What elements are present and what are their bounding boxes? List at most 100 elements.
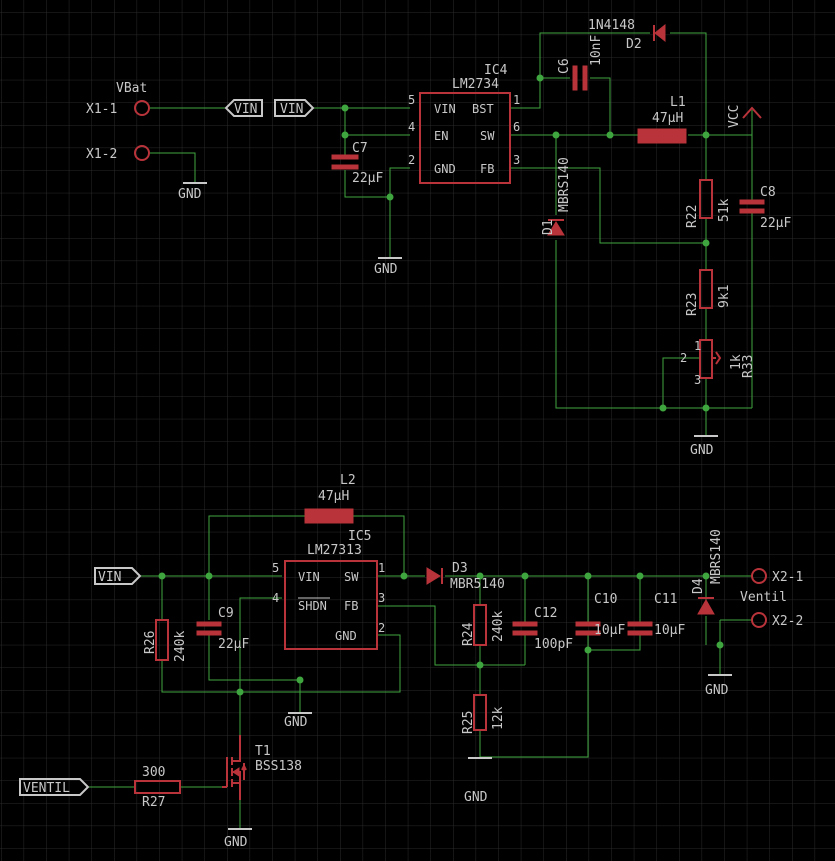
potentiometer-r33: 1 2 3 1k R33 (680, 339, 756, 387)
svg-text:VENTIL: VENTIL (23, 781, 70, 796)
diode-d1: D1 MBRS140 (541, 157, 572, 236)
svg-text:22µF: 22µF (352, 171, 383, 186)
svg-text:1k: 1k (729, 354, 744, 370)
svg-text:EN: EN (434, 129, 448, 143)
svg-text:D4: D4 (691, 578, 706, 594)
junctions-bottom (158, 572, 724, 696)
resistor-r22: R22 51k (685, 179, 732, 228)
diode-d4: D4 MBRS140 (691, 529, 724, 615)
capacitor-c7: C7 22µF (331, 141, 383, 186)
capacitor-c6: C6 10nF (557, 35, 604, 91)
svg-text:LM27313: LM27313 (307, 543, 362, 558)
ventil-port: VENTIL (19, 778, 90, 796)
svg-text:1: 1 (694, 339, 701, 353)
svg-text:2: 2 (378, 621, 385, 635)
svg-text:L1: L1 (670, 95, 686, 110)
svg-text:X1-1: X1-1 (86, 102, 117, 117)
svg-text:R26: R26 (143, 631, 158, 654)
svg-text:GND: GND (464, 790, 488, 805)
capacitor-c12: C12 100pF (512, 606, 573, 652)
svg-text:IC4: IC4 (484, 63, 508, 78)
svg-text:1N4148: 1N4148 (588, 18, 635, 33)
svg-text:10µF: 10µF (654, 623, 685, 638)
svg-text:C6: C6 (557, 58, 572, 74)
svg-text:MBRS140: MBRS140 (709, 529, 724, 584)
gnd-symbol-r33: GND (690, 435, 718, 458)
svg-text:SW: SW (480, 129, 495, 143)
diode-d2: 1N4148 D2 (588, 18, 666, 52)
svg-text:BST: BST (472, 102, 494, 116)
svg-text:10µF: 10µF (594, 623, 625, 638)
resistor-r25: R25 12k (461, 694, 506, 734)
svg-text:4: 4 (408, 120, 415, 134)
gnd-symbol-t1: GND (224, 828, 252, 850)
vin-port-3: VIN (94, 567, 142, 585)
gnd-symbol-ic5: GND (284, 712, 312, 730)
gnd-symbol-r25: GND (464, 757, 492, 805)
svg-text:C10: C10 (594, 592, 617, 607)
svg-text:47µH: 47µH (652, 111, 683, 126)
svg-text:SHDN: SHDN (298, 599, 327, 613)
svg-text:X2-2: X2-2 (772, 614, 803, 629)
inductor-l2: L2 47µH (304, 473, 356, 524)
gnd-symbol-x1: GND (178, 182, 207, 202)
svg-text:VCC: VCC (727, 105, 742, 128)
svg-text:10nF: 10nF (589, 35, 604, 66)
vin-port-1: VIN (224, 99, 263, 117)
svg-text:GND: GND (178, 187, 202, 202)
svg-text:VIN: VIN (234, 102, 257, 117)
svg-text:12k: 12k (491, 706, 506, 730)
svg-text:Ventil: Ventil (740, 590, 787, 605)
svg-text:47µH: 47µH (318, 489, 349, 504)
svg-text:FB: FB (344, 599, 358, 613)
svg-text:R24: R24 (461, 622, 476, 646)
svg-text:C7: C7 (352, 141, 368, 156)
vcc-symbol: VCC (727, 105, 762, 128)
svg-text:SW: SW (344, 570, 359, 584)
resistor-r24: R24 240k (461, 604, 506, 646)
gnd-symbol-c7: GND (374, 257, 402, 277)
svg-text:C11: C11 (654, 592, 677, 607)
svg-text:2: 2 (680, 351, 687, 365)
svg-text:GND: GND (690, 443, 714, 458)
connector-x1: VBat X1-1 X1-2 (86, 81, 150, 162)
svg-text:VIN: VIN (298, 570, 320, 584)
svg-text:MBRS140: MBRS140 (557, 157, 572, 212)
ic5-lm27313: IC5 LM27313 VIN SW SHDN FB GND 5 4 1 3 2 (272, 529, 385, 650)
x1-1-pad (134, 100, 150, 116)
svg-text:2: 2 (408, 153, 415, 167)
svg-text:D2: D2 (626, 37, 642, 52)
svg-text:9k1: 9k1 (717, 285, 732, 308)
resistor-r27: 300 R27 (134, 765, 181, 810)
svg-text:3: 3 (694, 373, 701, 387)
wires-top (150, 32, 753, 435)
svg-text:VIN: VIN (280, 102, 303, 117)
svg-text:D3: D3 (452, 561, 468, 576)
svg-text:T1: T1 (255, 744, 271, 759)
svg-text:240k: 240k (173, 631, 188, 662)
svg-text:C12: C12 (534, 606, 557, 621)
svg-text:22µF: 22µF (218, 637, 249, 652)
svg-text:5: 5 (408, 93, 415, 107)
svg-text:GND: GND (705, 683, 729, 698)
svg-text:GND: GND (434, 162, 456, 176)
capacitor-c11: C11 10µF (627, 592, 685, 638)
capacitor-c8: C8 22µF (739, 185, 791, 231)
svg-text:GND: GND (224, 835, 248, 850)
svg-text:FB: FB (480, 162, 494, 176)
svg-text:BSS138: BSS138 (255, 759, 302, 774)
svg-text:C8: C8 (760, 185, 776, 200)
connector-x2: X2-1 Ventil X2-2 (740, 568, 803, 629)
svg-text:X1-2: X1-2 (86, 147, 117, 162)
resistor-r23: R23 9k1 (685, 269, 732, 316)
gnd-symbol-x2: GND (705, 674, 732, 698)
svg-text:VIN: VIN (98, 570, 121, 585)
svg-text:6: 6 (513, 120, 520, 134)
svg-text:240k: 240k (491, 611, 506, 642)
svg-text:MBR5140: MBR5140 (450, 577, 505, 592)
svg-text:R27: R27 (142, 795, 165, 810)
svg-text:VBat: VBat (116, 81, 147, 96)
svg-text:GND: GND (374, 262, 398, 277)
